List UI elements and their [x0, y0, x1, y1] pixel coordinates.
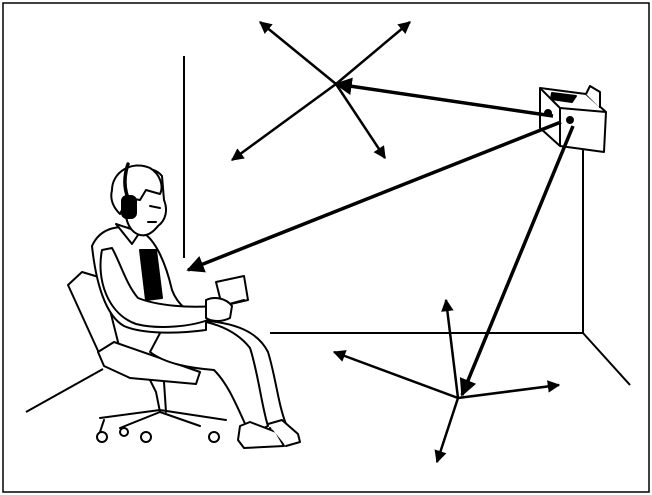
- ray-to-floor: [462, 126, 573, 395]
- wall-mounted-transmitter: [540, 86, 606, 152]
- reflected-signal-rays-lower: [334, 300, 559, 462]
- ray-to-ceiling: [336, 84, 553, 116]
- seated-listener-with-headphones: [92, 164, 300, 448]
